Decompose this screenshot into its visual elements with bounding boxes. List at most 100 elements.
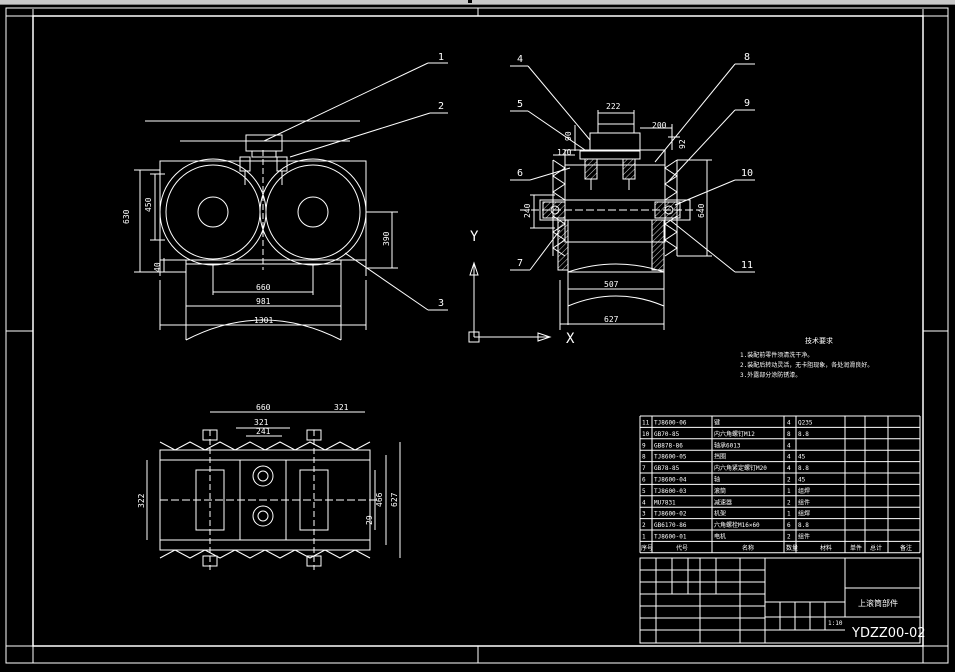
dim-92: 92 xyxy=(678,139,687,149)
ucs-labels: Y X xyxy=(470,229,575,347)
parts-header-label: 材料 xyxy=(820,544,832,552)
part-name: 电机 xyxy=(714,533,726,541)
part-qty: 2 xyxy=(787,499,791,506)
part-material: 8.8 xyxy=(798,465,809,472)
balloon-1: 1 xyxy=(438,52,444,63)
parts-list-grid[interactable] xyxy=(639,415,921,554)
top-view-dim-texts: 660 321 321 241 322 29 466 627 xyxy=(137,403,399,525)
balloon-2: 2 xyxy=(438,101,444,112)
parts-header-label: 备注 xyxy=(900,544,912,552)
dim-top-322: 322 xyxy=(137,493,146,508)
part-code: TJ8600-06 xyxy=(654,420,687,427)
part-name: 减速器 xyxy=(714,498,732,506)
parts-header-label: 数量 xyxy=(786,544,798,552)
part-code: GB6170-86 xyxy=(654,522,687,529)
dim-40: 40 xyxy=(153,262,162,272)
part-material: 组焊 xyxy=(798,510,810,518)
dim-top-627: 627 xyxy=(390,492,399,507)
part-qty: 2 xyxy=(787,534,791,541)
dim-640: 640 xyxy=(697,203,706,218)
part-qty: 1 xyxy=(787,488,791,495)
tech-requirements: 技术要求 1.装配前零件须清洗干净。 2.装配后转动灵活，无卡阻现象，各处润滑良… xyxy=(740,336,873,379)
part-no: 1 xyxy=(642,534,646,541)
part-name: 内六角紧定螺钉M20 xyxy=(714,464,767,472)
part-code: TJ8600-01 xyxy=(654,534,687,541)
part-material: 组件 xyxy=(798,533,810,541)
front-view[interactable] xyxy=(134,120,398,341)
dim-1301: 1301 xyxy=(254,316,273,325)
balloon-3: 3 xyxy=(438,298,444,309)
part-material: 45 xyxy=(798,454,806,461)
sheet-frame xyxy=(5,7,949,664)
dim-200: 200 xyxy=(652,121,667,130)
parts-header-label: 序号 xyxy=(641,544,653,552)
balloon-5: 5 xyxy=(517,99,523,110)
part-no: 2 xyxy=(642,522,646,529)
part-qty: 4 xyxy=(787,420,791,427)
dim-390: 390 xyxy=(382,231,391,246)
parts-header-label: 名称 xyxy=(742,544,754,552)
part-code: TJ8600-04 xyxy=(654,477,687,484)
window-top-edge xyxy=(0,0,955,5)
tech-req-line-3: 3.外露部分涂防锈漆。 xyxy=(740,371,801,379)
dim-top-29: 29 xyxy=(365,515,374,525)
title-block[interactable] xyxy=(639,557,921,644)
side-view[interactable] xyxy=(520,110,712,330)
part-name: 六角螺栓M16×60 xyxy=(714,521,760,529)
balloon-8: 8 xyxy=(744,52,750,63)
balloon-4: 4 xyxy=(517,54,523,65)
part-qty: 2 xyxy=(787,477,791,484)
front-view-balloons: 1 2 3 xyxy=(438,52,444,309)
part-qty: 8 xyxy=(787,431,791,438)
drawing-number: YDZZ00-02 xyxy=(851,626,926,641)
part-qty: 1 xyxy=(787,511,791,518)
part-name: 滚筒 xyxy=(714,487,726,495)
dim-627: 627 xyxy=(604,315,619,324)
part-no: 3 xyxy=(642,511,646,518)
part-code: TJ8600-03 xyxy=(654,488,687,495)
part-code: MU7831 xyxy=(654,499,676,506)
drawing-canvas[interactable]: 630 450 40 390 660 981 1301 1 2 3 xyxy=(0,5,955,672)
part-material: 组焊 xyxy=(798,487,810,495)
ucs-y-label: Y xyxy=(470,229,479,245)
part-material: Q235 xyxy=(798,420,813,427)
title-block-text: 上滚筒部件 YDZZ00-02 1:10 xyxy=(828,598,926,641)
dim-top-466: 466 xyxy=(375,492,384,507)
dim-660: 660 xyxy=(256,283,271,292)
dim-90: 90 xyxy=(564,131,573,141)
part-material: 组件 xyxy=(798,498,810,506)
front-view-dim-texts: 630 450 40 390 660 981 1301 xyxy=(122,197,391,325)
dim-450: 450 xyxy=(144,197,153,212)
part-name: 机架 xyxy=(714,510,726,518)
sheet-scale: 1:10 xyxy=(828,620,843,627)
part-no: 10 xyxy=(642,431,650,438)
part-material: 45 xyxy=(798,477,806,484)
balloon-7: 7 xyxy=(517,258,523,269)
front-view-leaders xyxy=(263,62,448,311)
dim-981: 981 xyxy=(256,297,271,306)
part-no: 7 xyxy=(642,465,646,472)
side-view-leaders xyxy=(510,63,755,273)
side-view-balloons: 4 5 6 7 8 9 10 11 xyxy=(517,52,753,271)
balloon-9: 9 xyxy=(744,98,750,109)
part-no: 8 xyxy=(642,454,646,461)
part-code: GB878-86 xyxy=(654,442,683,449)
side-view-dim-texts: 222 200 90 92 120 240 640 507 627 xyxy=(523,102,706,324)
dim-top-321b: 321 xyxy=(254,418,269,427)
balloon-11: 11 xyxy=(741,260,753,271)
balloon-10: 10 xyxy=(741,168,753,179)
part-material: 8.8 xyxy=(798,522,809,529)
tech-req-heading: 技术要求 xyxy=(805,336,833,345)
part-qty: 4 xyxy=(787,442,791,449)
parts-header-label: 单件 xyxy=(850,544,862,552)
part-qty: 4 xyxy=(787,465,791,472)
dim-507: 507 xyxy=(604,280,619,289)
dim-222: 222 xyxy=(606,102,621,111)
part-no: 4 xyxy=(642,499,646,506)
part-no: 5 xyxy=(642,488,646,495)
top-view[interactable] xyxy=(146,411,401,570)
ucs-icon xyxy=(468,261,552,343)
part-code: GB78-85 xyxy=(654,465,680,472)
dim-240: 240 xyxy=(523,203,532,218)
dim-630: 630 xyxy=(122,209,131,224)
